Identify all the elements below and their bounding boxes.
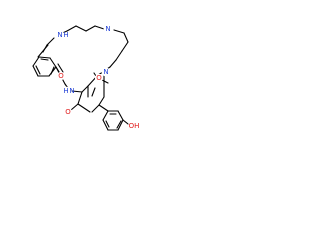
bond — [122, 119, 129, 125]
bond — [113, 29, 125, 34]
bond — [42, 44, 48, 53]
bond — [46, 37, 55, 46]
nitrogen-atom-label: N — [69, 87, 74, 95]
bond — [121, 41, 129, 52]
bond — [81, 85, 89, 93]
bond — [91, 104, 100, 113]
nitrogen-atom-label: N — [103, 68, 108, 76]
hydrogen-atom-label: H — [63, 87, 68, 95]
bond — [101, 79, 109, 84]
nitrogen-atom-label: N — [57, 31, 62, 39]
bond — [85, 25, 96, 32]
atom-background — [101, 67, 111, 77]
bond — [32, 65, 39, 77]
bond — [102, 119, 109, 131]
bond — [66, 25, 77, 32]
bond — [117, 110, 124, 121]
bond — [70, 103, 79, 111]
oxygen-atom-label: O — [58, 72, 64, 80]
oxygen-atom-label: O — [96, 74, 102, 82]
bond — [116, 120, 122, 129]
bond — [77, 91, 83, 105]
atom-layer: N N H N H N O O O OH — [55, 24, 140, 132]
bond-layer — [32, 25, 129, 131]
hydrogen-atom-label: H — [63, 31, 68, 39]
bond — [98, 104, 109, 112]
bond — [50, 66, 55, 75]
oxygen-atom-label: O — [65, 108, 71, 116]
bond — [98, 96, 105, 106]
atom-background — [63, 107, 73, 117]
bond — [32, 56, 40, 67]
bond — [105, 120, 110, 128]
bond — [91, 87, 96, 97]
bond — [75, 25, 87, 32]
atom-background — [61, 86, 71, 96]
bond — [38, 56, 51, 59]
molecule-structure-diagram: N N H N H N O O O OH — [32, 24, 140, 132]
atom-background — [128, 120, 140, 132]
nitrogen-atom-label: N — [105, 25, 110, 33]
bond — [115, 50, 123, 61]
bond — [93, 72, 97, 77]
bond — [123, 32, 129, 43]
atom-background — [56, 71, 66, 81]
bond — [117, 119, 124, 131]
hydroxyl-group-label: OH — [129, 122, 140, 130]
bond — [35, 65, 41, 75]
bond — [102, 110, 109, 121]
atom-background — [103, 24, 113, 34]
bond — [77, 103, 91, 113]
bond — [49, 57, 57, 68]
atom-background — [94, 73, 104, 83]
bond — [94, 25, 105, 30]
atom-background — [55, 30, 65, 40]
bond — [40, 58, 49, 61]
bond — [109, 59, 117, 68]
bond — [57, 63, 64, 73]
bond — [71, 90, 83, 93]
